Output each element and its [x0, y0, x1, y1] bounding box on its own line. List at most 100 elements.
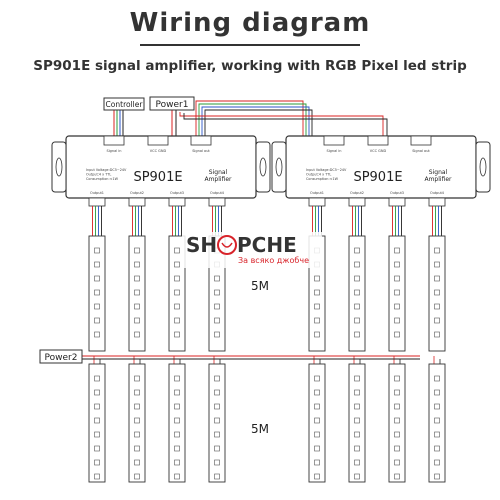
connector-label: VCC GND	[150, 149, 167, 153]
page-title: Wiring diagram	[129, 8, 371, 38]
led-chip-icon	[174, 431, 180, 438]
connector-label: Signal out	[412, 149, 430, 153]
daisy-chain-wire	[204, 109, 313, 136]
pocket-logo-icon	[217, 235, 237, 255]
led-chip-icon	[94, 303, 100, 310]
led-chip-icon	[434, 289, 440, 296]
led-chip-icon	[354, 431, 360, 438]
led-chip-icon	[174, 247, 180, 254]
input-wires	[113, 100, 388, 136]
led-chip-icon	[354, 289, 360, 296]
led-chip-icon	[174, 303, 180, 310]
mounting-ear-right	[255, 141, 271, 193]
title-underline	[140, 44, 360, 46]
mounting-hole-icon	[479, 157, 487, 177]
led-chip-icon	[134, 289, 140, 296]
shopche-watermark: SH PCHE За всяко джобче	[182, 232, 322, 268]
output-connector	[388, 197, 406, 207]
spec-line: Consumption:<1W	[86, 177, 119, 181]
led-chip-icon	[214, 431, 220, 438]
led-chip-icon	[314, 473, 320, 480]
led-chip-icon	[394, 275, 400, 282]
output-label: Output3	[390, 191, 404, 195]
mounting-hole-icon	[55, 157, 63, 177]
controller-label: Controller	[106, 100, 144, 109]
led-chip-icon	[434, 445, 440, 452]
led-chip-icon	[94, 417, 100, 424]
led-chip-icon	[94, 275, 100, 282]
output-connector	[208, 197, 226, 207]
led-chip-icon	[214, 289, 220, 296]
led-chip-icon	[314, 459, 320, 466]
led-chip-icon	[94, 389, 100, 396]
output-label: Output4	[210, 191, 224, 195]
led-chip-icon	[314, 331, 320, 338]
led-chip-icon	[134, 375, 140, 382]
input-connector	[103, 135, 125, 146]
led-chip-icon	[214, 275, 220, 282]
power2-label: Power2	[45, 353, 78, 363]
device-type-line1: Signal	[429, 169, 448, 176]
output-label: Output3	[170, 191, 184, 195]
output-label: Output1	[310, 191, 324, 195]
led-chip-icon	[354, 275, 360, 282]
led-chip-icon	[394, 445, 400, 452]
led-chip-icon	[174, 375, 180, 382]
led-chip-icon	[174, 331, 180, 338]
led-chip-icon	[134, 459, 140, 466]
daisy-chain-wire	[198, 103, 307, 136]
led-chip-icon	[394, 459, 400, 466]
led-chip-icon	[314, 445, 320, 452]
daisy-chain-wire	[201, 106, 310, 136]
led-chip-icon	[354, 459, 360, 466]
led-chip-icon	[214, 303, 220, 310]
led-chip-icon	[354, 473, 360, 480]
led-chip-icon	[134, 261, 140, 268]
output-connector	[308, 197, 326, 207]
led-chip-icon	[94, 375, 100, 382]
led-chip-icon	[134, 403, 140, 410]
power2-feed: Power2	[39, 349, 420, 364]
led-chip-icon	[354, 247, 360, 254]
led-chip-icon	[314, 289, 320, 296]
led-chip-icon	[394, 317, 400, 324]
watermark-tagline: За всяко джобче	[238, 256, 309, 265]
mounting-hole-icon	[259, 157, 267, 177]
input-connector	[323, 135, 345, 146]
led-chip-icon	[214, 445, 220, 452]
led-chip-icon	[434, 375, 440, 382]
connector-label: Signal in	[106, 149, 121, 153]
led-chip-icon	[134, 445, 140, 452]
led-chip-icon	[434, 261, 440, 268]
led-chip-icon	[354, 303, 360, 310]
mounting-ear-left	[271, 141, 287, 193]
output-connector	[88, 197, 106, 207]
spec-line: Consumption:<1W	[306, 177, 339, 181]
led-chip-icon	[174, 261, 180, 268]
power1-label: Power1	[156, 100, 189, 110]
led-chip-icon	[394, 375, 400, 382]
led-chip-icon	[214, 459, 220, 466]
led-chip-icon	[174, 403, 180, 410]
led-chip-icon	[434, 417, 440, 424]
output-label: Output2	[130, 191, 144, 195]
output-connector	[428, 197, 446, 207]
watermark-brand-rest: PCHE	[237, 233, 297, 257]
led-chip-icon	[94, 261, 100, 268]
led-chip-icon	[314, 275, 320, 282]
mounting-hole-icon	[275, 157, 283, 177]
device-type-line1: Signal	[209, 169, 228, 176]
mounting-ear-right	[475, 141, 491, 193]
input-connector	[147, 135, 169, 146]
led-chip-icon	[94, 431, 100, 438]
led-chip-icon	[394, 417, 400, 424]
led-chip-icon	[434, 247, 440, 254]
spec-line: Output:4 x TTL	[86, 173, 111, 177]
led-chip-icon	[94, 403, 100, 410]
led-chip-icon	[394, 303, 400, 310]
led-chip-icon	[134, 247, 140, 254]
led-chip-icon	[134, 275, 140, 282]
connector-label: Signal in	[326, 149, 341, 153]
led-chip-icon	[314, 417, 320, 424]
